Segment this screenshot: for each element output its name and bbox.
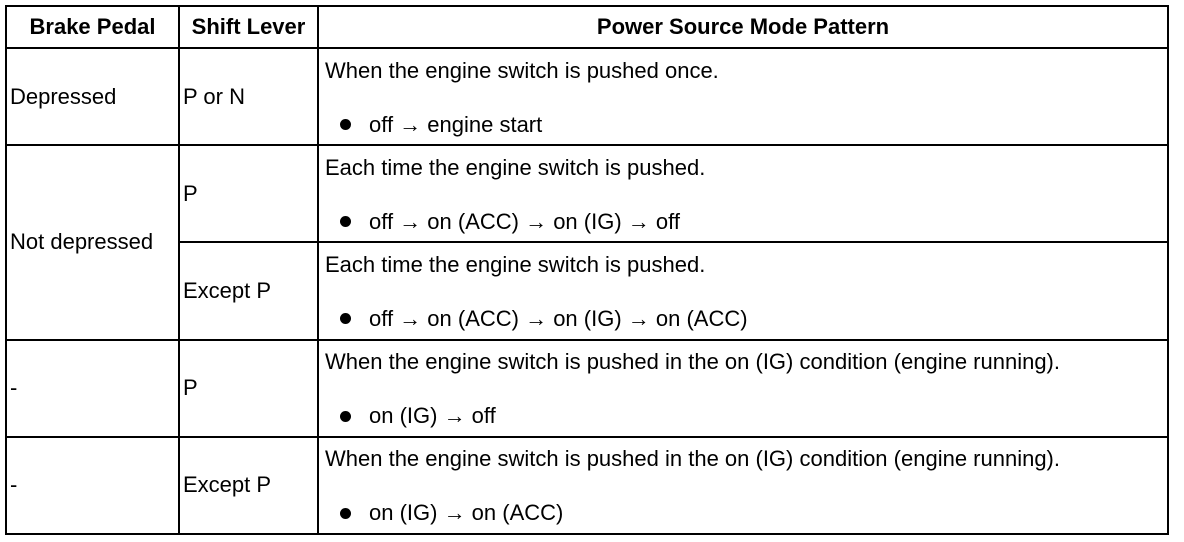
brake-pedal-cell: Depressed bbox=[5, 46, 180, 147]
table-row: Except P Each time the engine switch is … bbox=[6, 241, 1169, 341]
shift-lever-cell: P bbox=[178, 338, 319, 438]
pattern-cell: Each time the engine switch is pushed. o… bbox=[317, 241, 1169, 341]
pattern-description: Each time the engine switch is pushed. bbox=[325, 154, 706, 180]
bullet-icon bbox=[340, 410, 351, 422]
pattern-sequence: on (IG) → on (ACC) bbox=[369, 500, 564, 526]
table-header: Brake Pedal Shift Lever Power Source Mod… bbox=[5, 5, 1169, 49]
pattern-sequence-item: off → engine start bbox=[325, 112, 1164, 138]
pattern-sequence-item: on (IG) → off bbox=[325, 403, 1164, 429]
pattern-sequence-item: off → on (ACC) → on (IG) → off bbox=[325, 209, 1164, 235]
header-pattern: Power Source Mode Pattern bbox=[317, 5, 1169, 49]
shift-lever-cell: P bbox=[178, 144, 319, 244]
brake-pedal-cell: - bbox=[5, 338, 180, 438]
pattern-cell: When the engine switch is pushed in the … bbox=[317, 435, 1169, 536]
pattern-sequence-item: off → on (ACC) → on (IG) → on (ACC) bbox=[325, 306, 1164, 332]
bullet-icon bbox=[340, 216, 351, 228]
header-shift-lever: Shift Lever bbox=[178, 5, 319, 49]
shift-lever-cell: Except P bbox=[178, 435, 319, 536]
table-row: Depressed P or N When the engine switch … bbox=[5, 46, 1169, 147]
shift-lever-cell: P or N bbox=[178, 46, 319, 147]
power-source-mode-table: Brake Pedal Shift Lever Power Source Mod… bbox=[5, 5, 1169, 536]
pattern-description: When the engine switch is pushed once. bbox=[325, 57, 719, 83]
pattern-cell: When the engine switch is pushed once. o… bbox=[317, 46, 1169, 147]
pattern-sequence: off → engine start bbox=[369, 111, 543, 137]
bullet-icon bbox=[340, 507, 351, 519]
table-row: - Except P When the engine switch is pus… bbox=[5, 435, 1169, 536]
pattern-description: When the engine switch is pushed in the … bbox=[325, 349, 1060, 375]
brake-pedal-cell: Not depressed bbox=[5, 144, 180, 341]
shift-lever-cell: Except P bbox=[178, 241, 319, 341]
pattern-description: When the engine switch is pushed in the … bbox=[325, 446, 1060, 472]
bullet-icon bbox=[340, 119, 351, 131]
table-row: Not depressed P Each time the engine swi… bbox=[5, 144, 1169, 341]
bullet-icon bbox=[340, 313, 351, 325]
header-row: Brake Pedal Shift Lever Power Source Mod… bbox=[5, 5, 1169, 49]
pattern-sequence: on (IG) → off bbox=[369, 403, 496, 429]
pattern-cell: When the engine switch is pushed in the … bbox=[317, 338, 1169, 438]
table-body: Depressed P or N When the engine switch … bbox=[5, 46, 1169, 536]
pattern-description: Each time the engine switch is pushed. bbox=[325, 251, 706, 277]
pattern-sequence-item: on (IG) → on (ACC) bbox=[325, 500, 1164, 526]
pattern-sequence: off → on (ACC) → on (IG) → off bbox=[369, 208, 680, 234]
pattern-sequence: off → on (ACC) → on (IG) → on (ACC) bbox=[369, 305, 748, 331]
pattern-cell: Each time the engine switch is pushed. o… bbox=[317, 144, 1169, 244]
brake-pedal-cell: - bbox=[5, 435, 180, 536]
table-row: - P When the engine switch is pushed in … bbox=[5, 338, 1169, 438]
header-brake-pedal: Brake Pedal bbox=[5, 5, 180, 49]
